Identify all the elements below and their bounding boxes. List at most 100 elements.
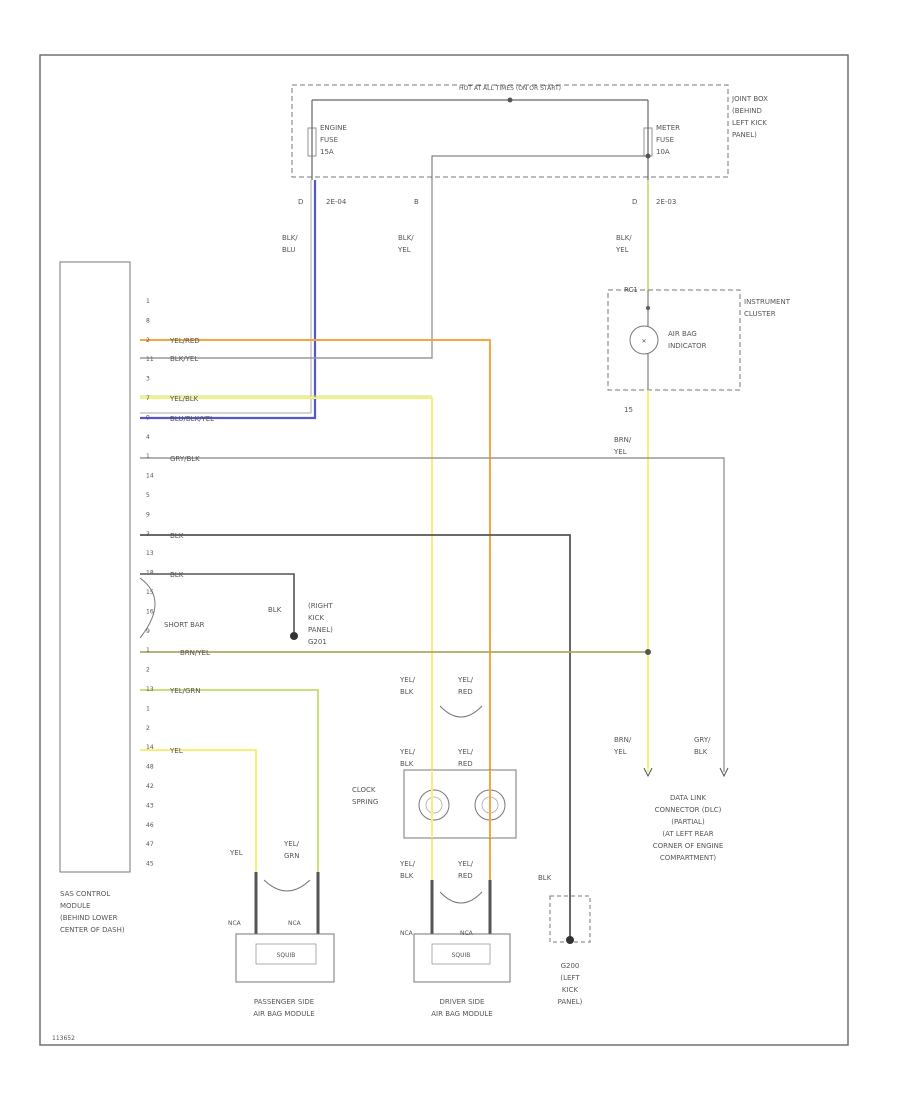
g201-l2: KICK <box>308 614 325 622</box>
wire-gry-blk-dlc-2: BLK <box>694 748 708 756</box>
wire-yel-red-d-2: RED <box>458 872 473 880</box>
g200-l1: G200 <box>561 962 580 970</box>
driver-module-l1: DRIVER SIDE <box>440 998 485 1006</box>
joint-box <box>291 84 729 178</box>
wire-blk-blu-l2: BLU <box>282 246 295 254</box>
wire-yel-grn-p-2: GRN <box>284 852 300 860</box>
airbag-indicator-symbol: ✕ <box>641 338 646 345</box>
engine-fuse-l2: FUSE <box>320 136 338 144</box>
module-pin-9: 14 <box>146 473 154 480</box>
clock-spring-coil-left <box>418 789 450 821</box>
passenger-nca-l: NCA <box>228 920 242 927</box>
joint-box-loc-4: PANEL) <box>732 131 757 139</box>
wire-blk-yel-mid-l1: BLK/ <box>398 234 414 242</box>
engine-fuse-icon <box>307 127 317 157</box>
wire-yel-blk-c-2: BLK <box>400 760 414 768</box>
module-pin-22: 2 <box>146 725 150 732</box>
wire-yel-red-l-2: RED <box>458 688 473 696</box>
module-pin-25: 42 <box>146 783 154 790</box>
dlc-l3: (PARTIAL) <box>671 818 705 826</box>
module-pin-5: 7 <box>146 395 150 402</box>
g201-l1: (RIGHT <box>308 602 333 610</box>
lbl-brn-yel: BRN/YEL <box>180 649 210 657</box>
cluster-label-1: INSTRUMENT <box>744 298 791 306</box>
wire-yel-red-d-1: YEL/ <box>457 860 474 868</box>
module-pin-26: 43 <box>146 802 154 809</box>
wire-yel-p: YEL <box>229 849 243 857</box>
wire-blk-yel-right-l2: YEL <box>615 246 629 254</box>
shorting-clip-upper <box>439 705 483 718</box>
driver-module-l2: AIR BAG MODULE <box>431 1010 492 1018</box>
module-pin-4: 3 <box>146 376 150 383</box>
cluster-pin-bottom: 15 <box>624 406 633 414</box>
wire-blk-ground <box>140 534 571 940</box>
module-pin-2: 2 <box>146 337 150 344</box>
dlc-l5: CORNER OF ENGINE <box>653 842 724 850</box>
joint-box-loc-3: LEFT KICK <box>732 119 767 127</box>
module-pin-8: 1 <box>146 453 150 460</box>
module-pin-0: 1 <box>146 298 150 305</box>
indicator-l1: AIR BAG <box>668 330 697 338</box>
g201-l4: G201 <box>308 638 327 646</box>
wire-yel-grn <box>140 689 319 880</box>
wire-gry-blk <box>140 457 725 772</box>
meter-fuse-l1: METER <box>656 124 680 132</box>
lbl-blu-blk: BLU/BLK/YEL <box>170 415 214 423</box>
g200-l2: (LEFT <box>560 974 580 982</box>
brn-yel-splice <box>645 649 651 655</box>
passenger-squib-label: SQUIB <box>277 952 296 959</box>
wire-yel-blk-l-2: BLK <box>400 688 414 696</box>
dlc-terminal-right <box>719 767 729 778</box>
instrument-cluster <box>607 289 741 391</box>
lbl-gry-blk: GRY/BLK <box>170 455 200 463</box>
indicator-l2: INDICATOR <box>668 342 707 350</box>
driver-airbag-module <box>413 933 511 983</box>
driver-nca-r: NCA <box>460 930 474 937</box>
g201-l3: PANEL) <box>308 626 333 634</box>
pin-b: B <box>414 198 419 206</box>
sas-control-module <box>59 261 131 873</box>
wire-blk-blu-l1: BLK/ <box>282 234 298 242</box>
g200-l3: KICK <box>562 986 579 994</box>
module-pin-10: 5 <box>146 492 150 499</box>
joint-box-loc-2: (BEHIND <box>732 107 762 115</box>
module-name-3: (BEHIND LOWER <box>60 914 118 922</box>
joint-box-loc-1: JOINT BOX <box>731 95 768 103</box>
meter-fuse-l2: FUSE <box>656 136 674 144</box>
airbag-indicator-icon <box>629 325 659 355</box>
module-pin-28: 47 <box>146 841 154 848</box>
module-pin-group: 1821137941145931318151691213121448424346… <box>146 298 154 868</box>
wire-yel-blk <box>140 397 433 880</box>
wire-blk-shortbar <box>140 573 295 632</box>
engine-fuse-l3: 15A <box>320 148 334 156</box>
module-pin-20: 13 <box>146 686 154 693</box>
ground-g201-icon <box>290 632 298 640</box>
meter-splice <box>645 153 651 159</box>
dlc-l6: COMPARTMENT) <box>660 854 717 862</box>
ground-g200-icon <box>566 936 574 944</box>
g200-l4: PANEL) <box>558 998 583 1006</box>
wire-yel-blk-l-1: YEL/ <box>399 676 416 684</box>
clock-spring-coil-left-inner <box>425 796 443 814</box>
wire-yel-red-c-2: RED <box>458 760 473 768</box>
pin-d-right: D <box>632 198 637 206</box>
short-bar-arc <box>139 577 156 639</box>
wire-yel-blk-d-1: YEL/ <box>399 860 416 868</box>
lbl-blk2: BLK <box>170 571 184 579</box>
wire-gry-blk-dlc-1: GRY/ <box>694 736 711 744</box>
module-pin-15: 15 <box>146 589 154 596</box>
module-pin-11: 9 <box>146 511 150 518</box>
conn-2e04: 2E-04 <box>326 198 347 206</box>
wire-blk-blu <box>140 180 317 420</box>
lbl-yel-red: YEL/RED <box>169 337 200 345</box>
wire-yel-grn-p-1: YEL/ <box>283 840 300 848</box>
module-pin-23: 14 <box>146 744 154 751</box>
module-pin-17: 9 <box>146 628 150 635</box>
module-pin-18: 1 <box>146 647 150 654</box>
module-pin-29: 45 <box>146 861 154 868</box>
wire-blk-yel-right-l1: BLK/ <box>616 234 632 242</box>
module-pin-7: 4 <box>146 434 150 441</box>
dlc-l4: (AT LEFT REAR <box>662 830 713 838</box>
driver-squib-icon <box>431 943 491 965</box>
